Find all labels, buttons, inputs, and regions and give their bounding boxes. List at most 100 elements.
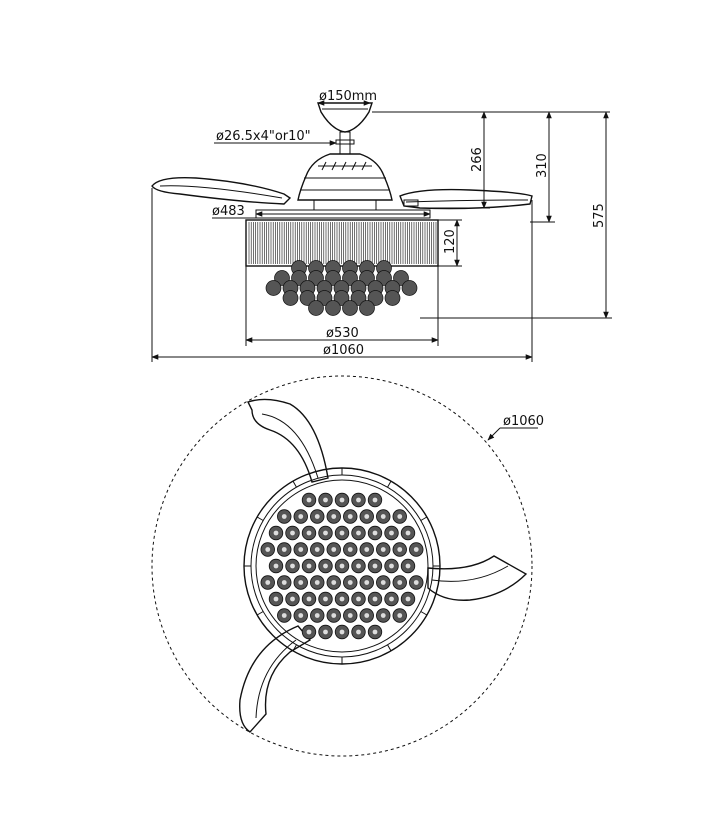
top-crystal-highlight: [290, 563, 295, 569]
top-crystal-highlight: [339, 530, 345, 536]
crystal-ring: [255, 479, 429, 653]
top-crystal-highlight: [347, 580, 353, 585]
crystal-body: [245, 209, 439, 316]
top-crystal-highlight: [339, 497, 345, 503]
crystal-drop: [308, 300, 324, 316]
top-crystal-highlight: [265, 580, 271, 585]
top-crystal-highlight: [372, 530, 378, 536]
ring-tick: [387, 480, 392, 488]
top-crystal-highlight: [372, 497, 378, 503]
top-crystal-highlight: [273, 596, 279, 602]
canopy-diameter-label: ø150mm: [319, 89, 377, 104]
ring-tick: [420, 516, 428, 521]
canopy: [317, 102, 373, 133]
top-crystal-highlight: [364, 547, 370, 552]
dimension-lines: [151, 100, 612, 362]
total-height-label: 575: [592, 203, 607, 228]
crystal-drop: [393, 270, 409, 286]
crystal-drop: [299, 290, 316, 306]
top-crystal-highlight: [314, 613, 320, 618]
crystal-drop: [359, 270, 375, 286]
ring-tick: [420, 611, 428, 616]
top-crystal-highlight: [298, 613, 304, 618]
top-crystal-highlight: [273, 530, 279, 536]
crystal-height-label: 120: [443, 229, 458, 254]
top-crystal-highlight: [389, 530, 394, 536]
span-circle: [151, 375, 533, 757]
crystal-drop: [325, 270, 341, 286]
ring-tick: [292, 644, 297, 652]
top-crystal-highlight: [298, 547, 304, 552]
crystal-drop: [367, 290, 384, 306]
crystal-drop: [308, 270, 324, 286]
top-crystal-highlight: [306, 530, 312, 536]
top-crystal-highlight: [347, 613, 353, 618]
top-crystals: [260, 492, 424, 640]
crystal-drop: [342, 300, 358, 316]
crystal-drop: [384, 290, 401, 306]
top-crystal-highlight: [306, 629, 312, 635]
top-crystal-highlight: [413, 580, 419, 585]
top-crystal-highlight: [323, 530, 328, 536]
top-crystal-highlight: [281, 514, 287, 519]
top-crystal-highlight: [347, 514, 353, 519]
top-crystal-highlight: [314, 547, 320, 552]
top-crystal-highlight: [323, 629, 328, 635]
top-span-leader: [487, 427, 538, 441]
downrod-label: ø26.5x4"or10": [216, 129, 311, 144]
top-crystal-highlight: [389, 563, 394, 569]
ring-tick: [292, 480, 297, 488]
top-crystal-highlight: [397, 514, 403, 519]
crystal-drop: [282, 290, 299, 306]
top-crystal-highlight: [380, 580, 386, 585]
top-crystal-highlight: [356, 497, 361, 503]
top-crystal-highlight: [306, 596, 312, 602]
top-crystal-highlight: [356, 596, 361, 602]
crystal-drop: [401, 280, 418, 296]
top-crystal-highlight: [372, 629, 378, 635]
top-crystal-highlight: [380, 547, 386, 552]
top-crystal-highlight: [356, 629, 361, 635]
ring-tick: [256, 611, 264, 616]
crystal-fringe: [248, 222, 437, 264]
top-crystal-highlight: [397, 547, 403, 552]
ring-tick: [256, 516, 264, 521]
mid-height-label: 310: [535, 153, 550, 178]
top-crystal-highlight: [389, 596, 394, 602]
top-crystal-highlight: [331, 580, 337, 585]
top-crystal-highlight: [372, 596, 378, 602]
top-crystal-highlight: [364, 580, 370, 585]
crystal-drop: [359, 300, 375, 316]
top-crystal-highlight: [364, 613, 370, 618]
top-crystal-highlight: [413, 547, 419, 552]
top-crystal-highlight: [281, 613, 287, 618]
top-crystal-highlight: [380, 613, 386, 618]
motor-housing: [297, 153, 393, 211]
short-height-label: 266: [470, 147, 485, 172]
top-crystal-highlight: [281, 580, 287, 585]
top-blade-right: [427, 555, 528, 601]
top-crystal-highlight: [298, 580, 304, 585]
top-crystal-highlight: [397, 580, 403, 585]
crystal-drop: [333, 290, 350, 306]
top-crystal-highlight: [323, 596, 328, 602]
top-crystal-highlight: [364, 514, 370, 519]
top-crystal-highlight: [347, 547, 353, 552]
body-diameter-label: ø483: [212, 204, 245, 219]
top-crystal-highlight: [339, 563, 345, 569]
right-blade: [399, 188, 533, 210]
top-crystal-highlight: [281, 547, 287, 552]
ring-segments: [244, 468, 440, 664]
top-blade-lower: [239, 625, 312, 733]
top-crystal-highlight: [331, 514, 337, 519]
top-crystal-highlight: [397, 613, 403, 618]
left-blade: [151, 176, 292, 205]
crystal-drop: [274, 270, 290, 286]
top-crystal-highlight: [273, 563, 279, 569]
top-crystal-highlight: [323, 563, 328, 569]
top-blade-upper: [247, 398, 329, 483]
top-crystal-highlight: [339, 596, 345, 602]
top-crystal-highlight: [380, 514, 386, 519]
top-crystal-highlight: [314, 514, 320, 519]
